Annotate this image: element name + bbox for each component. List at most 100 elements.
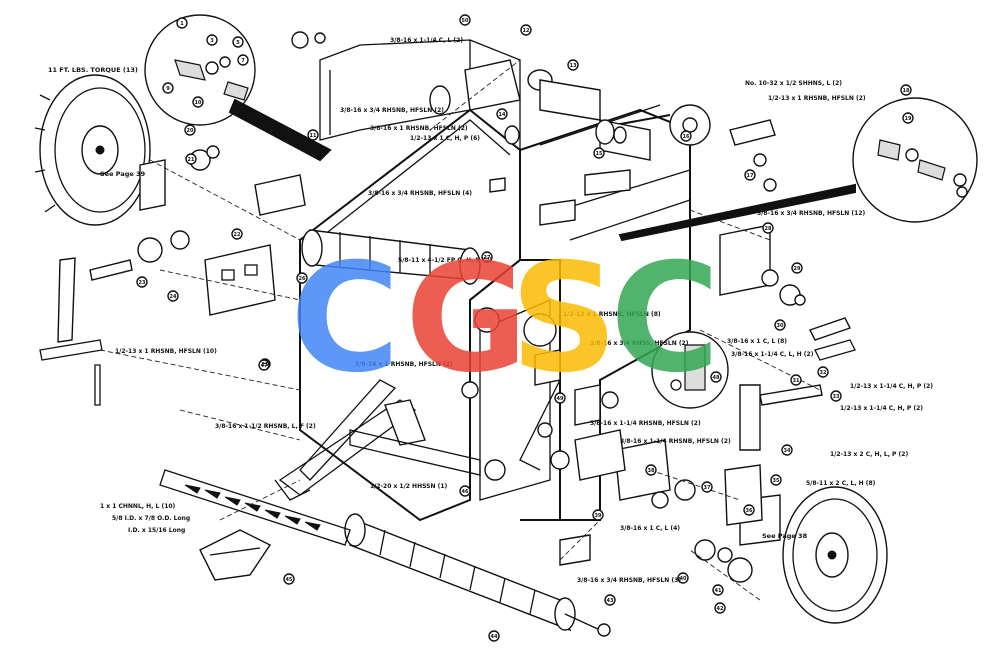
watermark-letter-1: C	[290, 232, 400, 406]
callout-number: 43	[607, 598, 614, 604]
callout-number: 42	[717, 606, 724, 612]
callout-number: 40	[680, 576, 687, 582]
callout-number: 10	[195, 100, 202, 106]
top-right-parts	[291, 31, 777, 226]
callout-number: 47	[261, 363, 268, 369]
callout-number: 24	[170, 294, 177, 300]
callout-number: 3	[210, 38, 214, 44]
callout-number: 46	[462, 489, 469, 495]
label-note2: 5/8 I.D. x 7/8 O.D. Long	[112, 515, 190, 522]
label-bolt-top1: 3/8-16 x 1-1/4 C, L (2)	[390, 37, 463, 44]
label-bolt-r2: 3/8-16 x 1-1/4 C, L, H (2)	[731, 351, 814, 358]
callout-number: 7	[241, 58, 245, 64]
callout-number: 37	[704, 485, 711, 491]
detail-circle-top-right	[618, 97, 978, 242]
callout-number: 29	[794, 266, 801, 272]
hitch-tongue	[274, 379, 481, 501]
callout-number: 32	[820, 370, 827, 376]
callout-number: 34	[784, 448, 791, 454]
label-bolt-r5: 1/2-13 x 2 C, H, L, P (2)	[830, 451, 908, 458]
callout-number: 28	[765, 226, 772, 232]
callout-number: 9	[166, 86, 170, 92]
label-bolt-r6: 5/8-11 x 2 C, L, H (8)	[806, 480, 876, 487]
callout-number: 20	[187, 128, 194, 134]
callout-number: 45	[286, 577, 293, 583]
label-bolt-top3: 3/8-16 x 1 RHSNB, HFSLN (2)	[370, 125, 468, 132]
callout-number: 22	[234, 232, 241, 238]
detail-circle-small-top	[614, 104, 711, 146]
callout-number: 39	[595, 513, 602, 519]
callout-number: 5	[236, 40, 240, 46]
label-bolt-mid1: 3/8-16 x 3/4 RHSNB, HFSLN (4)	[368, 190, 472, 197]
callout-number: 15	[596, 151, 603, 157]
label-note3: I.D. x 15/16 Long	[128, 527, 185, 534]
label-bolt-left1: 1/2-13 x 1 RHSNB, HFSLN (10)	[115, 348, 217, 355]
callout-number: 38	[648, 468, 655, 474]
label-bolt-mid4: 1/2-13 x 1 RHSNB, HFSLN (8)	[563, 311, 661, 318]
lower-roller	[344, 513, 611, 637]
callout-number: 14	[499, 112, 506, 118]
watermark-letter-2: G	[405, 232, 528, 406]
callout-number: 50	[462, 18, 469, 24]
callout-number: 17	[747, 173, 754, 179]
label-tire-torque: 11 FT. LBS. TORQUE (13)	[48, 66, 138, 74]
callout-number: 11	[310, 133, 317, 139]
callout-number: 26	[299, 276, 306, 282]
detail-circle-right-mid	[651, 331, 729, 409]
label-see-page-left: See Page 39	[100, 170, 146, 178]
watermark: C G S C	[290, 232, 720, 406]
label-bolt-top4: 1/2-13 x 1 C, H, P (6)	[410, 135, 480, 142]
callout-number: 48	[713, 375, 720, 381]
label-bolt-right2: 1/2-13 x 1 RHSNB, HFSLN (2)	[768, 95, 866, 102]
callout-number: 25	[262, 362, 269, 368]
left-brackets	[39, 145, 306, 406]
right-side-parts	[559, 224, 856, 583]
detail-circle-top-left	[144, 14, 332, 162]
label-bolt-right1: No. 10-32 x 1/2 SHHNS, L (2)	[745, 80, 842, 87]
callout-number: 31	[793, 378, 800, 384]
label-note1: 1 x 1 CHNNL, H, L (10)	[100, 503, 176, 510]
label-bolt-bot1: 1/2-20 x 1/2 HHSSN (1)	[370, 483, 448, 490]
callout-marker	[176, 17, 188, 29]
callout-number: 35	[773, 478, 780, 484]
callout-number: 44	[491, 634, 498, 640]
callout-number: 21	[188, 157, 195, 163]
watermark-letter-3: S	[510, 232, 618, 406]
label-bolt-mid5: 3/8-16 x 3/4 RHSS, HFSLN (2)	[590, 340, 689, 347]
part-labels: 11 FT. LBS. TORQUE (13) See Page 39 See …	[48, 37, 933, 584]
label-bolt-left3: 3/8-16 x 1-1/2 RHSNB, L, F (2)	[215, 423, 316, 430]
label-bolt-left2: 3/8-16 x 1 RHSNB, HFSLN (2)	[355, 361, 453, 368]
callout-number: 33	[833, 394, 840, 400]
label-see-page-right: See Page 38	[762, 532, 808, 540]
pickup-teeth	[159, 469, 351, 581]
callout-number: 27	[484, 255, 491, 261]
leader-lines	[99, 59, 821, 601]
right-tire	[739, 486, 888, 624]
callout-number: 36	[746, 508, 753, 514]
label-bolt-bot2: 3/8-16 x 1 C, L (4)	[620, 525, 680, 532]
callout-number: 12	[523, 28, 530, 34]
label-bolt-r4: 1/2-13 x 1-1/4 C, H, P (2)	[840, 405, 923, 412]
watermark-letter-4: C	[610, 232, 720, 406]
label-bolt-r7: 3/8-16 x 1-1/4 RHSNB, HFSLN (2)	[620, 438, 731, 445]
label-bolt-mid3: 5/8-11 x 4-1/2 FP C, H, N (2)	[398, 257, 492, 264]
label-bolt-bot3: 3/8-16 x 3/4 RHSNB, HFSLN (3)	[577, 577, 681, 584]
callout-number: 19	[905, 116, 912, 122]
callout-number: 18	[903, 88, 910, 94]
label-bolt-r3: 1/2-13 x 1-1/4 C, H, P (2)	[850, 383, 933, 390]
left-tire	[34, 74, 166, 226]
callout-number: 23	[139, 280, 146, 286]
upper-roller	[301, 229, 481, 285]
label-bolt-top2: 3/8-16 x 3/4 RHSNB, HFSLN (2)	[340, 107, 444, 114]
callout-number: 41	[715, 588, 722, 594]
label-bolt-mid2: 3/8-16 x 3/4 RHSNB, HFSLN (12)	[757, 210, 865, 217]
drive-parts	[461, 307, 626, 481]
callout-number: 49	[557, 396, 564, 402]
callout-number: 1	[180, 21, 184, 27]
label-bolt-bot4: 3/8-16 x 1-1/4 RHSNB, HFSLN (2)	[590, 420, 701, 427]
callout-number: 16	[683, 134, 690, 140]
callout-number: 30	[777, 323, 784, 329]
